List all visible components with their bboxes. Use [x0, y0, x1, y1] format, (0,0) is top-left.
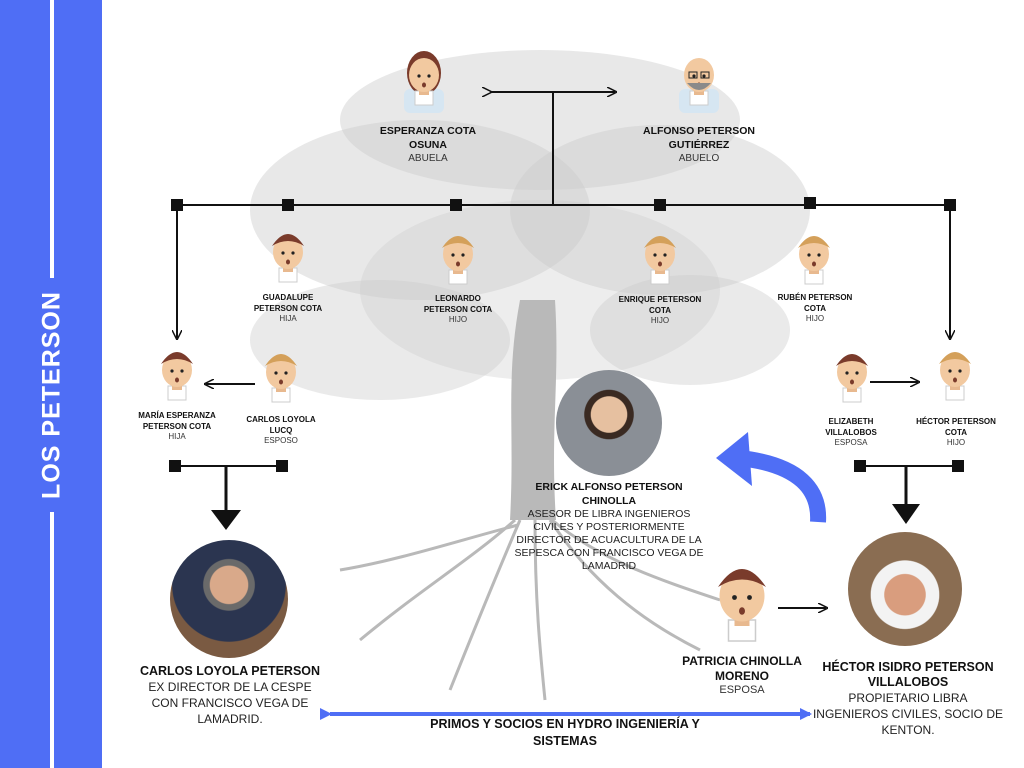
person-name: ERICK ALFONSO PETERSON CHINOLLA: [535, 481, 683, 507]
avatar-elizabeth: [836, 354, 868, 403]
avatar-alfonso: [679, 57, 719, 113]
avatar-enrique: [644, 236, 676, 285]
person-ruben: RUBÉN PETERSON COTA HIJO: [772, 292, 858, 324]
person-role: HIJA: [168, 432, 186, 441]
person-patricia: PATRICIA CHINOLLA MORENO ESPOSA: [676, 654, 808, 697]
person-name: ENRIQUE PETERSON COTA: [618, 295, 702, 315]
person-role: ESPOSA: [834, 438, 868, 447]
person-hector: HÉCTOR PETERSON COTA HIJO: [910, 416, 1002, 448]
person-role: ESPOSA: [719, 684, 765, 696]
avatar-esperanza: [404, 51, 444, 113]
person-name: HÉCTOR ISIDRO PETERSON VILLALOBOS: [822, 660, 994, 689]
avatar-leonardo: [442, 236, 474, 285]
photo-carlos-loyola-peterson: [170, 540, 288, 658]
person-role: ESPOSO: [264, 436, 298, 445]
person-alfonso: ALFONSO PETERSON GUTIÉRREZ ABUELO: [636, 124, 762, 165]
person-role: HIJO: [448, 315, 468, 324]
sidebar-line-top: [50, 0, 54, 278]
person-name: GUADALUPE PETERSON COTA: [253, 293, 323, 313]
avatar-hector: [939, 352, 971, 401]
photo-erick: [556, 370, 662, 476]
avatar-ruben: [798, 236, 830, 285]
person-name: ALFONSO PETERSON GUTIÉRREZ: [642, 125, 755, 151]
photo-hector-isidro: [848, 532, 962, 646]
left-down-arrowhead: [211, 510, 241, 530]
sidebar-band: LOS PETERSON: [0, 0, 102, 768]
person-enrique: ENRIQUE PETERSON COTA HIJO: [618, 294, 702, 326]
person-name: CARLOS LOYOLA LUCQ: [246, 415, 316, 435]
person-description: EX DIRECTOR DE LA CESPE CON FRANCISCO VE…: [148, 680, 312, 726]
avatar-patricia: [718, 569, 766, 642]
person-name: ESPERANZA COTA OSUNA: [379, 125, 477, 151]
blue-curved-arrowhead: [716, 432, 752, 486]
person-maria: MARÍA ESPERANZA PETERSON COTA HIJA: [134, 410, 220, 442]
person-description: ASESOR DE LIBRA INGENIEROS CIVILES Y POS…: [514, 508, 704, 572]
person-role: HIJA: [279, 314, 297, 323]
person-name: PATRICIA CHINOLLA MORENO: [682, 654, 802, 683]
avatar-maria: [161, 352, 193, 401]
right-down-arrowhead: [892, 504, 920, 524]
children-nodes: [171, 197, 956, 211]
person-role: ABUELO: [678, 153, 720, 164]
person-name: HÉCTOR PETERSON COTA: [916, 417, 996, 437]
person-esperanza: ESPERANZA COTA OSUNA ABUELA: [368, 124, 488, 165]
person-leonardo: LEONARDO PETERSON COTA HIJO: [416, 293, 500, 325]
person-name: LEONARDO PETERSON COTA: [423, 294, 493, 314]
person-description: PROPIETARIO LIBRA INGENIEROS CIVILES, SO…: [812, 691, 1004, 737]
blue-curved-arrow: [738, 450, 827, 523]
person-name: RUBÉN PETERSON COTA: [777, 293, 853, 313]
person-role: ABUELA: [408, 153, 448, 164]
person-name: ELIZABETH VILLALOBOS: [825, 417, 877, 437]
person-elizabeth: ELIZABETH VILLALOBOS ESPOSA: [812, 416, 890, 448]
person-role: HIJO: [805, 314, 825, 323]
avatar-guadalupe: [272, 234, 304, 283]
avatar-carlos-loyola: [265, 354, 297, 403]
person-carlos-loyola: CARLOS LOYOLA LUCQ ESPOSO: [240, 414, 322, 446]
person-name: CARLOS LOYOLA PETERSON: [139, 664, 321, 678]
person-role: HIJO: [650, 316, 670, 325]
primos-socios-label: PRIMOS Y SOCIOS EN HYDRO INGENIERÍA Y SI…: [430, 717, 700, 748]
person-name: MARÍA ESPERANZA PETERSON COTA: [138, 411, 216, 431]
person-hector-isidro: HÉCTOR ISIDRO PETERSON VILLALOBOS PROPIE…: [812, 660, 1004, 738]
person-erick: ERICK ALFONSO PETERSON CHINOLLA ASESOR D…: [512, 480, 706, 573]
person-role: HIJO: [946, 438, 966, 447]
person-guadalupe: GUADALUPE PETERSON COTA HIJA: [246, 292, 330, 324]
person-carlos-loyola-peterson: CARLOS LOYOLA PETERSON EX DIRECTOR DE LA…: [134, 664, 326, 727]
sidebar-line-bottom: [50, 512, 54, 768]
